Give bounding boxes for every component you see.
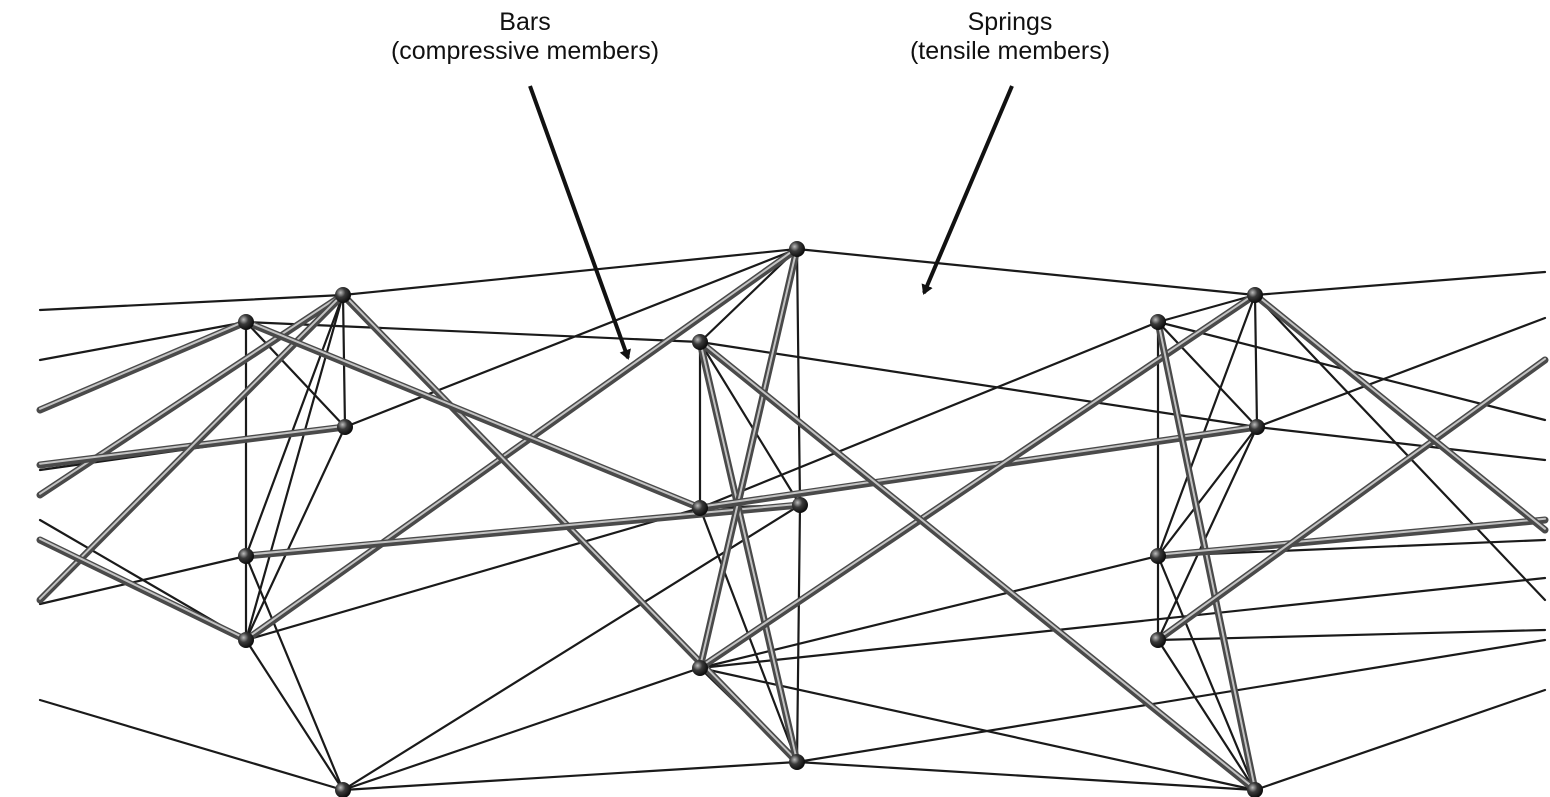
node-joint <box>238 314 254 330</box>
spring-member <box>1253 293 1259 429</box>
bars-layer <box>36 245 1549 794</box>
spring-member <box>1255 425 1547 462</box>
bars-annotation: Bars (compressive members) <box>340 8 710 66</box>
spring-member <box>698 666 1257 792</box>
spring-member <box>244 320 347 429</box>
bar-member <box>696 423 1261 512</box>
arrows-layer <box>528 85 1014 360</box>
node-joint <box>238 632 254 648</box>
node-joint <box>789 754 805 770</box>
spring-member <box>1253 293 1547 602</box>
spring-member <box>1253 688 1547 792</box>
spring-member <box>341 247 799 297</box>
node-joint <box>1247 782 1263 797</box>
node-joint <box>1247 287 1263 303</box>
node-joint <box>692 500 708 516</box>
springs-pointer-arrow <box>921 85 1014 295</box>
spring-member <box>244 425 347 642</box>
spring-member <box>698 340 1259 429</box>
bar-member <box>242 501 804 560</box>
spring-member <box>1156 628 1547 642</box>
spring-member <box>698 554 1160 670</box>
spring-member <box>698 320 1160 510</box>
bars-pointer-arrow <box>528 85 631 360</box>
springs-title: Springs <box>967 8 1053 36</box>
node-joint <box>1150 548 1166 564</box>
node-joint <box>1150 314 1166 330</box>
spring-member <box>38 320 248 362</box>
spring-member <box>698 576 1547 670</box>
bar-member <box>696 338 801 766</box>
bar-member <box>696 338 1259 794</box>
spring-member <box>244 506 702 642</box>
bar-member <box>36 318 250 414</box>
spring-member <box>1156 320 1259 429</box>
node-joint <box>335 287 351 303</box>
spring-member <box>795 247 1257 297</box>
node-joint <box>238 548 254 564</box>
springs-layer <box>38 247 1547 792</box>
node-joint <box>792 497 808 513</box>
nodes-layer <box>238 241 1265 797</box>
spring-member <box>1156 554 1257 792</box>
node-joint <box>1249 419 1265 435</box>
spring-member <box>1156 638 1257 792</box>
spring-member <box>1156 293 1257 324</box>
spring-member <box>698 340 802 507</box>
node-joint <box>789 241 805 257</box>
spring-member <box>1156 293 1257 558</box>
spring-member <box>1253 270 1547 297</box>
bar-member <box>1154 516 1549 560</box>
spring-member <box>795 760 1257 792</box>
spring-member <box>244 320 702 344</box>
spring-member <box>1156 425 1259 558</box>
spring-member <box>795 638 1547 764</box>
spring-member <box>244 638 345 792</box>
bar-member <box>242 245 801 644</box>
bar-member <box>36 291 347 499</box>
bar-member <box>36 536 250 644</box>
bars-title: Bars <box>499 8 551 36</box>
spring-member <box>38 293 345 312</box>
spring-member <box>795 503 802 764</box>
springs-subtitle: (tensile members) <box>909 37 1111 65</box>
spring-member <box>341 666 702 792</box>
node-joint <box>692 660 708 676</box>
springs-annotation: Springs (tensile members) <box>840 8 1180 66</box>
bar-member <box>242 318 704 512</box>
spring-member <box>1156 425 1259 642</box>
node-joint <box>335 782 351 797</box>
spring-member <box>343 247 799 429</box>
spring-member <box>244 293 345 558</box>
spring-member <box>38 698 345 792</box>
node-joint <box>1150 632 1166 648</box>
bar-member <box>1251 291 1549 534</box>
spring-member <box>341 760 799 792</box>
spring-member <box>1255 316 1547 429</box>
spring-member <box>244 554 345 792</box>
spring-member <box>795 247 802 507</box>
bars-subtitle: (compressive members) <box>390 37 660 65</box>
bar-member <box>1154 356 1549 644</box>
node-joint <box>692 334 708 350</box>
bar-member <box>696 245 801 672</box>
node-joint <box>337 419 353 435</box>
